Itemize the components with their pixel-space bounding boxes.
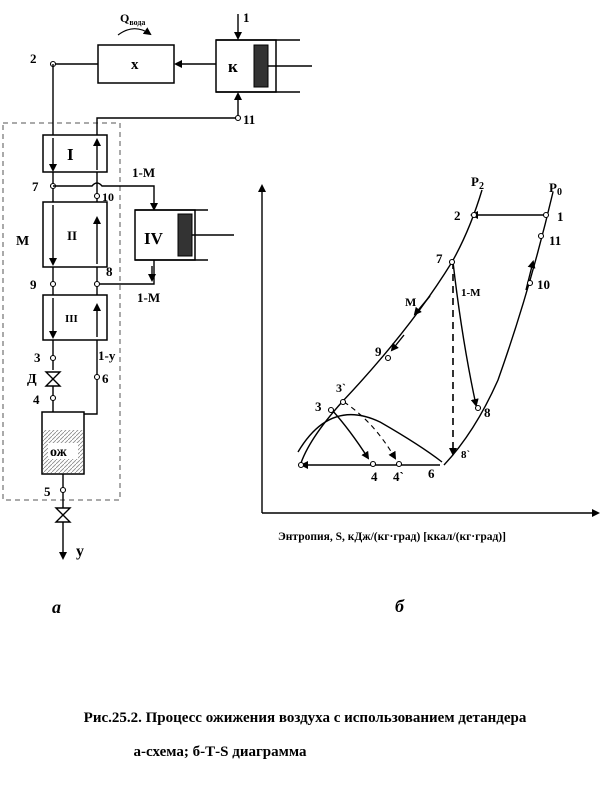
node-11	[234, 114, 242, 122]
branch-to-expander-line	[53, 182, 158, 211]
ts-label-3: 3	[315, 399, 322, 414]
point-4-label: 4	[33, 392, 40, 407]
point-8-label: 8	[106, 264, 113, 279]
exchanger-2-label: II	[67, 228, 77, 243]
ts-label-10: 10	[537, 277, 550, 292]
ts-diagram: Энтропия, S, кДж/(кг·град) [ккал/(кг·гра…	[258, 174, 600, 616]
point-2-label: 2	[30, 51, 37, 66]
ts-node-3p	[339, 398, 347, 406]
throttle-valve	[44, 371, 62, 387]
node-9	[49, 280, 57, 288]
exchanger-1-label: I	[67, 145, 74, 164]
ts-label-m: М	[405, 295, 416, 309]
p0-arrow-10	[525, 260, 536, 291]
flow-m-label: М	[16, 234, 29, 249]
ts-label-7: 7	[436, 251, 443, 266]
flow-1m-bottom-label: 1-М	[137, 290, 160, 305]
caption-line-1: Рис.25.2. Процесс ожижения воздуха с исп…	[83, 710, 527, 726]
p2-arrow-m	[413, 295, 431, 316]
ts-label-1m: 1-М	[461, 287, 481, 299]
ts-label-2: 2	[454, 208, 461, 223]
ts-node-2	[470, 211, 478, 219]
ts-node-4p	[395, 460, 403, 468]
ts-label-1: 1	[557, 209, 564, 224]
cooler-box	[97, 44, 175, 84]
point-1-label: 1	[243, 10, 250, 25]
expander-label: IV	[144, 229, 164, 248]
ts-label-3p: 3`	[336, 381, 346, 395]
cold-box-outline	[2, 122, 121, 501]
exchanger-3-label: III	[65, 313, 78, 325]
point-10-label: 10	[102, 190, 114, 204]
caption-line-2: а-схема; б-Т-S диаграмма	[133, 744, 307, 760]
ts-label-6: 6	[428, 466, 435, 481]
vapour-return-line	[72, 340, 98, 415]
s-axis-label: Энтропия, S, кДж/(кг·град) [ккал/(кг·гра…	[278, 531, 506, 543]
expansion-real-7-8	[452, 261, 479, 407]
ts-node-1	[542, 211, 550, 219]
ts-node-4	[369, 460, 377, 468]
scheme-panel-label: а	[52, 597, 61, 617]
node-6	[93, 373, 101, 381]
point-9-label: 9	[30, 277, 37, 292]
ts-node-10	[526, 279, 534, 287]
flow-1y-label: 1-у	[98, 348, 116, 363]
compressor-label: к	[228, 57, 238, 76]
point-3-label: 3	[34, 350, 41, 365]
point-11-label: 11	[243, 112, 255, 127]
node-8	[93, 280, 101, 288]
throttle-label: Д	[27, 372, 37, 387]
label-p0: Р0	[549, 180, 562, 198]
ts-node-9	[384, 354, 392, 362]
compressor: к	[215, 39, 312, 93]
outlet-valve	[54, 507, 72, 523]
throttling-3p-4p	[343, 401, 397, 460]
ts-node-3	[327, 406, 335, 414]
liquid-label: ож	[50, 445, 68, 460]
ts-label-8p: 8`	[461, 449, 470, 461]
ts-panel-label: б	[395, 596, 405, 616]
ts-label-9: 9	[375, 344, 382, 359]
ts-label-4: 4	[371, 469, 378, 484]
point-5-label: 5	[44, 484, 51, 499]
node-10	[93, 192, 101, 200]
q-water-label: Qвода	[120, 11, 145, 27]
cooler-label: х	[131, 57, 139, 73]
product-label: у	[76, 543, 84, 560]
isobar-p2	[299, 189, 483, 467]
ts-node-11	[537, 232, 545, 240]
throttling-3-4	[331, 409, 370, 460]
node-5	[59, 486, 67, 494]
expander: IV	[134, 209, 234, 261]
ts-label-4p: 4`	[393, 469, 404, 484]
point-7-label: 7	[32, 179, 39, 194]
liquefaction-scheme: к 1 11 х Qвода 2 I 7 10	[2, 10, 312, 617]
ts-node-7	[448, 258, 456, 266]
ts-node-dome-left	[297, 461, 305, 469]
return-line-11	[96, 92, 242, 160]
node-3	[49, 354, 57, 362]
heat-removal-arc	[117, 27, 152, 36]
label-p2: Р2	[471, 174, 484, 192]
expander-outlet-line	[97, 260, 155, 285]
point-6-label: 6	[102, 371, 109, 386]
ts-node-8	[474, 404, 482, 412]
ts-label-11: 11	[549, 233, 561, 248]
p2-arrow-9	[390, 334, 405, 352]
node-4	[49, 394, 57, 402]
ts-label-8: 8	[484, 405, 491, 420]
isobar-p0	[443, 191, 554, 466]
saturation-dome	[297, 414, 443, 463]
flow-1m-top-label: 1-М	[132, 165, 155, 180]
